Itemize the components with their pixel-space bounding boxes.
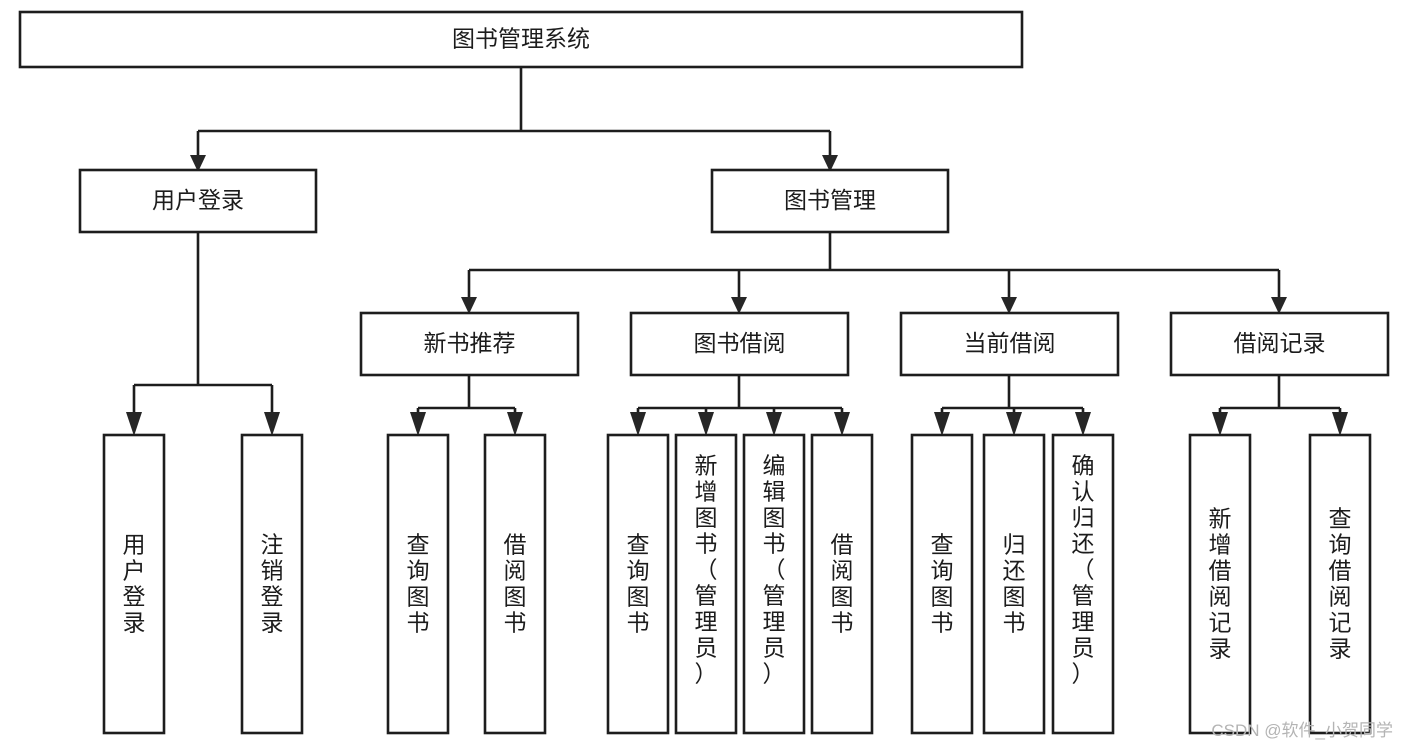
- node-box-leaf-borrow-book: [810, 433, 874, 735]
- node-label-borrow-record: 借阅记录: [1234, 330, 1326, 356]
- arrowhead-icon: [731, 297, 747, 314]
- connector-layer: [132, 67, 1342, 422]
- arrowhead-icon: [410, 412, 426, 436]
- node-box-new-book-recommend: [359, 311, 580, 377]
- node-box-leaf-user-logout: [240, 433, 304, 735]
- node-label-leaf-confirm-return: 确认归还（管理员）: [1072, 452, 1095, 686]
- node-box-user-login: [78, 168, 318, 234]
- node-leaf-return-book[interactable]: 归还图书: [982, 433, 1046, 735]
- arrowhead-icon: [822, 155, 838, 172]
- node-label-leaf-query-book-recommend: 查询图书: [407, 531, 430, 635]
- node-box-leaf-confirm-return: [1051, 433, 1115, 735]
- node-leaf-borrow-book-recommend[interactable]: 借阅图书: [483, 433, 547, 735]
- node-box-leaf-query-book-borrow: [606, 433, 670, 735]
- node-book-management[interactable]: 图书管理: [710, 168, 950, 234]
- arrowhead-icon: [264, 412, 280, 436]
- node-box-leaf-edit-book: [742, 433, 806, 735]
- node-label-leaf-borrow-book: 借阅图书: [831, 531, 854, 635]
- arrowhead-icon: [1001, 297, 1017, 314]
- csdn-watermark: CSDN @软件_小贺同学: [1211, 721, 1393, 740]
- arrowhead-icon: [698, 412, 714, 436]
- node-borrow-record[interactable]: 借阅记录: [1169, 311, 1390, 377]
- node-current-borrow[interactable]: 当前借阅: [899, 311, 1120, 377]
- arrowhead-icon: [934, 412, 950, 436]
- arrowhead-icon: [126, 412, 142, 436]
- node-label-leaf-query-book-borrow: 查询图书: [627, 531, 650, 635]
- node-label-user-login: 用户登录: [152, 187, 244, 213]
- arrowhead-icon: [766, 412, 782, 436]
- arrowhead-icon: [630, 412, 646, 436]
- connector-bookmgmt-to-level3: [467, 232, 1281, 297]
- node-leaf-add-borrow-record[interactable]: 新增借阅记录: [1188, 433, 1252, 735]
- node-label-leaf-user-logout: 注销登录: [261, 531, 284, 635]
- node-label-leaf-add-borrow-record: 新增借阅记录: [1209, 505, 1232, 661]
- arrowhead-icon: [1075, 412, 1091, 436]
- node-label-leaf-edit-book: 编辑图书（管理员）: [763, 452, 786, 686]
- node-box-leaf-query-book-recommend: [386, 433, 450, 735]
- node-layer: 图书管理系统用户登录图书管理新书推荐图书借阅当前借阅借阅记录用户登录注销登录查询…: [18, 10, 1390, 735]
- node-label-leaf-borrow-book-recommend: 借阅图书: [504, 531, 527, 635]
- node-label-current-borrow: 当前借阅: [964, 330, 1056, 356]
- arrowhead-icon: [461, 297, 477, 314]
- connector-userlogin-to-leaves: [132, 232, 274, 412]
- arrowhead-icon: [1332, 412, 1348, 436]
- node-box-borrow-record: [1169, 311, 1390, 377]
- arrowhead-layer: [126, 155, 1348, 436]
- node-box-leaf-add-book: [674, 433, 738, 735]
- node-label-book-management: 图书管理: [784, 187, 876, 213]
- connector-newbook-to-leaves: [416, 375, 517, 422]
- node-label-leaf-query-book-current: 查询图书: [931, 531, 954, 635]
- connector-borrowrecord-to-leaves: [1218, 375, 1342, 422]
- node-leaf-query-book-current[interactable]: 查询图书: [910, 433, 974, 735]
- arrowhead-icon: [1006, 412, 1022, 436]
- arrowhead-icon: [190, 155, 206, 172]
- node-box-leaf-return-book: [982, 433, 1046, 735]
- node-label-leaf-add-book: 新增图书（管理员）: [695, 452, 718, 686]
- arrowhead-icon: [507, 412, 523, 436]
- node-user-login[interactable]: 用户登录: [78, 168, 318, 234]
- node-leaf-edit-book[interactable]: 编辑图书（管理员）: [742, 433, 806, 735]
- arrowhead-icon: [834, 412, 850, 436]
- node-label-root: 图书管理系统: [452, 26, 590, 52]
- node-box-root: [18, 10, 1024, 69]
- node-leaf-add-book[interactable]: 新增图书（管理员）: [674, 433, 738, 735]
- node-leaf-query-borrow-record[interactable]: 查询借阅记录: [1308, 433, 1372, 735]
- arrowhead-icon: [1271, 297, 1287, 314]
- node-box-book-borrow: [629, 311, 850, 377]
- node-root[interactable]: 图书管理系统: [18, 10, 1024, 69]
- node-leaf-query-book-borrow[interactable]: 查询图书: [606, 433, 670, 735]
- node-leaf-confirm-return[interactable]: 确认归还（管理员）: [1051, 433, 1115, 735]
- node-box-leaf-borrow-book-recommend: [483, 433, 547, 735]
- node-label-new-book-recommend: 新书推荐: [424, 330, 516, 356]
- node-leaf-borrow-book[interactable]: 借阅图书: [810, 433, 874, 735]
- node-label-leaf-query-borrow-record: 查询借阅记录: [1329, 505, 1352, 661]
- node-box-leaf-query-book-current: [910, 433, 974, 735]
- connector-root-to-level2: [196, 67, 832, 155]
- node-box-leaf-user-login: [102, 433, 166, 735]
- connector-bookborrow-to-leaves: [636, 375, 844, 422]
- node-box-leaf-add-borrow-record: [1188, 433, 1252, 735]
- node-label-book-borrow: 图书借阅: [694, 330, 786, 356]
- node-label-leaf-return-book: 归还图书: [1003, 531, 1026, 635]
- node-leaf-user-logout[interactable]: 注销登录: [240, 433, 304, 735]
- node-box-book-management: [710, 168, 950, 234]
- node-new-book-recommend[interactable]: 新书推荐: [359, 311, 580, 377]
- node-box-current-borrow: [899, 311, 1120, 377]
- node-box-leaf-query-borrow-record: [1308, 433, 1372, 735]
- node-leaf-query-book-recommend[interactable]: 查询图书: [386, 433, 450, 735]
- arrowhead-icon: [1212, 412, 1228, 436]
- node-label-leaf-user-login: 用户登录: [123, 531, 146, 635]
- node-leaf-user-login[interactable]: 用户登录: [102, 433, 166, 735]
- node-book-borrow[interactable]: 图书借阅: [629, 311, 850, 377]
